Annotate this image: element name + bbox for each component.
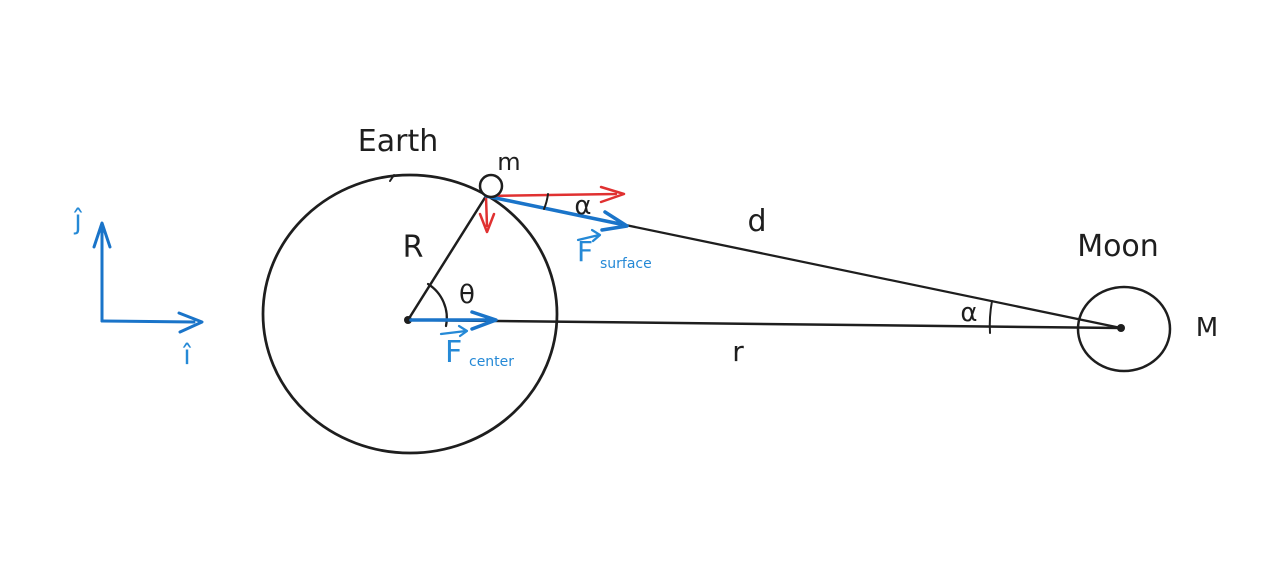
alpha-moon-label: α bbox=[960, 298, 977, 328]
moon-label: Moon bbox=[1077, 229, 1159, 264]
moon-center-dot bbox=[1117, 324, 1125, 332]
surface-mass-vectors: m α F surface bbox=[478, 148, 652, 272]
f-center-overarrow-icon bbox=[439, 324, 469, 338]
distance-lines: d r bbox=[408, 194, 1123, 368]
f-center-vector: F center bbox=[404, 310, 514, 370]
i-axis-arrow bbox=[100, 311, 204, 334]
alpha-surface-arc bbox=[543, 193, 549, 210]
i-hat-label: î bbox=[182, 340, 191, 371]
earth-group: Earth R θ bbox=[261, 124, 559, 455]
coordinate-axes: ĵ î bbox=[73, 205, 204, 371]
moon-circle bbox=[1076, 285, 1172, 373]
f-center-symbol: F bbox=[445, 335, 462, 370]
gravity-x-component-arrow bbox=[484, 185, 626, 204]
earth-circle-stroke-nub bbox=[389, 174, 395, 182]
moon-group: Moon M α bbox=[960, 229, 1218, 373]
r-label: r bbox=[732, 335, 744, 368]
r-line bbox=[408, 318, 1123, 330]
mass-m-circle bbox=[478, 173, 504, 199]
f-center-arrow bbox=[409, 310, 498, 331]
radius-label: R bbox=[403, 230, 424, 265]
f-center-subscript: center bbox=[469, 354, 514, 370]
theta-label: θ bbox=[459, 280, 475, 310]
f-surface-subscript: surface bbox=[600, 256, 652, 272]
mass-m-label: m bbox=[497, 148, 520, 176]
j-axis-arrow bbox=[92, 221, 112, 323]
f-surface-arrow bbox=[484, 194, 629, 232]
alpha-surface-label: α bbox=[574, 191, 591, 221]
f-surface-symbol: F bbox=[577, 235, 593, 268]
alpha-moon-arc bbox=[988, 300, 993, 334]
d-label: d bbox=[747, 204, 766, 239]
earth-circle bbox=[261, 173, 559, 455]
f-surface-overarrow-icon bbox=[576, 228, 602, 243]
earth-center-dot bbox=[404, 316, 412, 324]
j-hat-label: ĵ bbox=[73, 205, 82, 236]
moon-mass-label: M bbox=[1196, 313, 1218, 343]
gravity-y-component-arrow bbox=[478, 195, 496, 234]
radius-line bbox=[406, 194, 488, 322]
earth-label: Earth bbox=[358, 124, 438, 159]
